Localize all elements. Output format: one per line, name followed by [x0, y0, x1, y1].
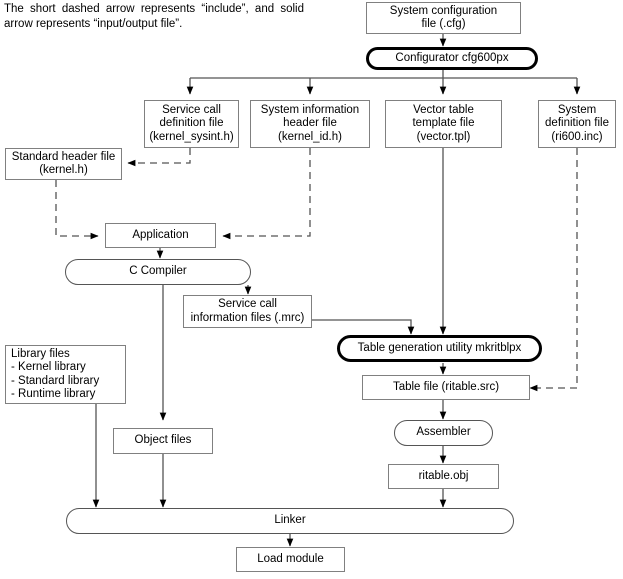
node-system-definition-file[interactable]: System definition file (ri600.inc)	[538, 100, 616, 148]
edge-kernelid-to-application	[222, 148, 311, 240]
node-c-compiler[interactable]: C Compiler	[65, 259, 251, 285]
node-table-file[interactable]: Table file (ritable.src)	[362, 375, 530, 400]
node-load-module[interactable]: Load module	[236, 547, 345, 572]
node-standard-header-file[interactable]: Standard header file (kernel.h)	[5, 148, 122, 180]
node-configurator[interactable]: Configurator cfg600px	[366, 47, 538, 70]
node-vector-table-template-file[interactable]: Vector table template file (vector.tpl)	[385, 100, 502, 148]
edge-sysint-to-kernelh	[127, 148, 191, 167]
node-service-call-definition-file[interactable]: Service call definition file (kernel_sys…	[144, 100, 239, 148]
edge-kernelh-to-application	[55, 180, 99, 240]
node-object-files[interactable]: Object files	[113, 428, 213, 454]
node-linker[interactable]: Linker	[66, 508, 514, 534]
node-system-information-header-file[interactable]: System information header file (kernel_i…	[250, 100, 370, 148]
node-application[interactable]: Application	[105, 223, 216, 248]
edge-mrc-to-mkritblpx	[312, 319, 415, 335]
node-assembler[interactable]: Assembler	[394, 420, 493, 446]
node-library-files[interactable]: Library files - Kernel library - Standar…	[5, 345, 126, 404]
legend-note: The short dashed arrow represents “inclu…	[4, 3, 304, 30]
node-table-generation-utility[interactable]: Table generation utility mkritblpx	[337, 335, 542, 362]
node-ritable-obj[interactable]: ritable.obj	[388, 464, 499, 489]
node-service-call-information-files[interactable]: Service call information files (.mrc)	[183, 295, 312, 328]
node-system-configuration-file[interactable]: System configuration file (.cfg)	[366, 2, 521, 34]
